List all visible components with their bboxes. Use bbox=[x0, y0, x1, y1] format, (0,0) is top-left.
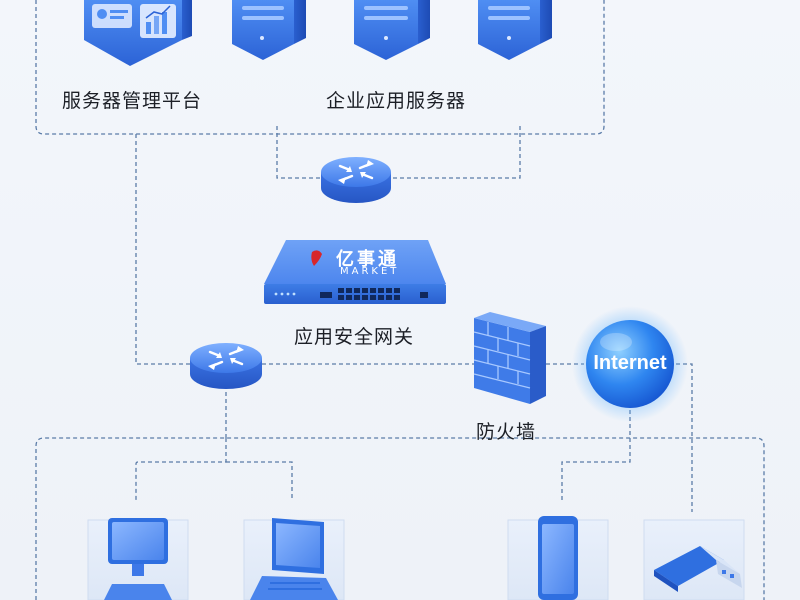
router-icon bbox=[190, 343, 262, 389]
desktop-icon bbox=[104, 518, 172, 600]
usb-drive-icon bbox=[654, 546, 742, 592]
firewall-icon bbox=[473, 312, 546, 404]
bottom-group-box bbox=[35, 437, 765, 600]
device-cube-backdrops bbox=[87, 519, 745, 600]
server-platform-label: 服务器管理平台 bbox=[62, 90, 203, 112]
server-icon bbox=[478, 0, 552, 60]
server-icon bbox=[354, 0, 430, 60]
brand-logo-icon bbox=[311, 250, 322, 266]
app-gateway-label: 应用安全网关 bbox=[294, 326, 415, 348]
phone-icon bbox=[538, 516, 578, 600]
gateway-icon bbox=[264, 240, 446, 304]
globe-icon bbox=[572, 306, 688, 422]
internet-label: Internet bbox=[593, 352, 667, 374]
gateway-brand-sub: MARKET bbox=[340, 266, 400, 277]
laptop-icon bbox=[250, 518, 338, 600]
top-group-box bbox=[35, 0, 605, 135]
management-server-icon bbox=[84, 0, 192, 66]
router-icon bbox=[321, 157, 391, 203]
server-icon bbox=[232, 0, 306, 60]
gateway-brand-name: 亿事通 bbox=[336, 249, 399, 270]
firewall-label: 防火墙 bbox=[476, 421, 537, 443]
connection-lines bbox=[135, 126, 693, 512]
enterprise-servers-label: 企业应用服务器 bbox=[326, 90, 467, 112]
